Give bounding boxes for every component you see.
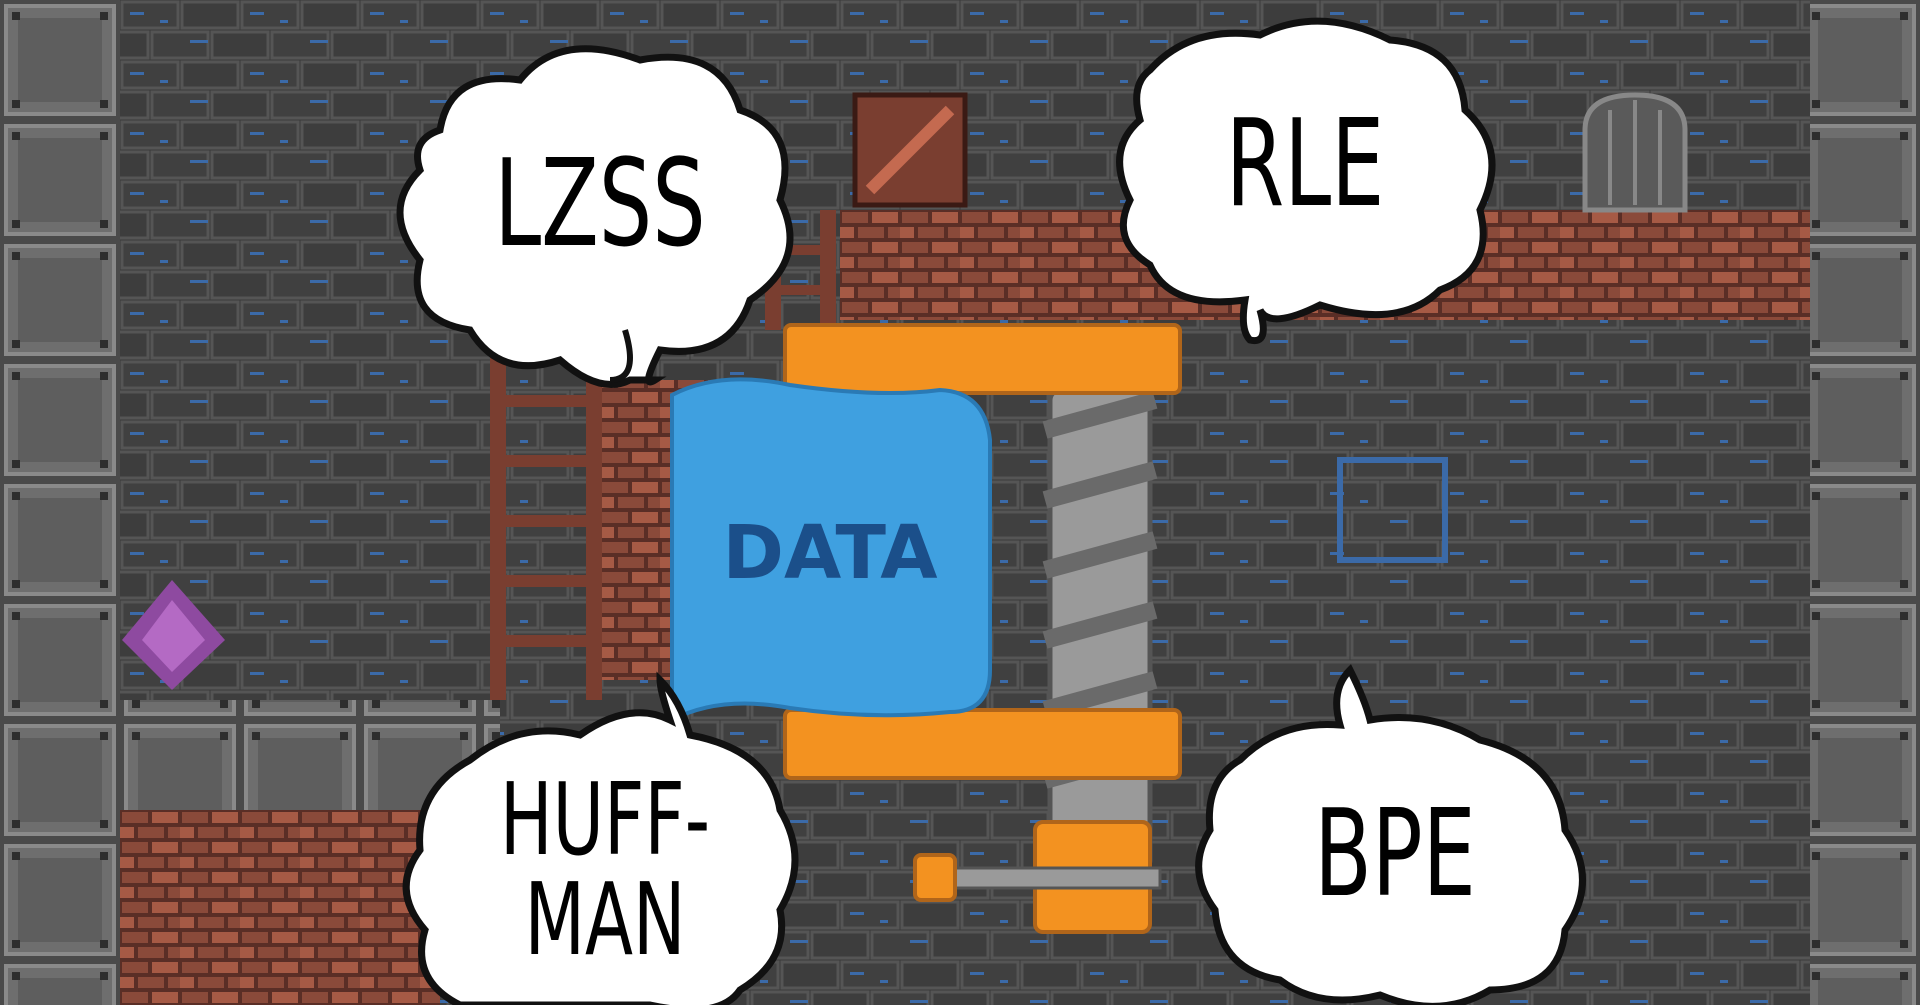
crate xyxy=(852,92,968,208)
right-metal-column xyxy=(1810,0,1920,1005)
blue-window-frame xyxy=(1337,457,1448,563)
bubble-label-huffman: HUFF- MAN xyxy=(499,761,711,978)
data-block xyxy=(670,377,992,724)
bubble-label-bpe: BPE xyxy=(1314,785,1476,924)
door xyxy=(1582,92,1688,213)
screw xyxy=(1042,387,1158,873)
bubble-rle xyxy=(1116,17,1496,345)
bubble-huffman xyxy=(402,671,799,1005)
clamp-frame xyxy=(783,323,1182,934)
red-brick-lower xyxy=(120,810,440,1005)
left-metal-column xyxy=(0,0,120,1005)
data-block-label: DATA xyxy=(722,510,938,596)
bubble-bpe xyxy=(1195,664,1586,1005)
purple-crystal xyxy=(122,580,225,690)
bubble-label-lzss: LZSS xyxy=(494,135,706,274)
bubble-label-rle: RLE xyxy=(1225,95,1385,234)
bubble-lzss xyxy=(396,45,794,388)
